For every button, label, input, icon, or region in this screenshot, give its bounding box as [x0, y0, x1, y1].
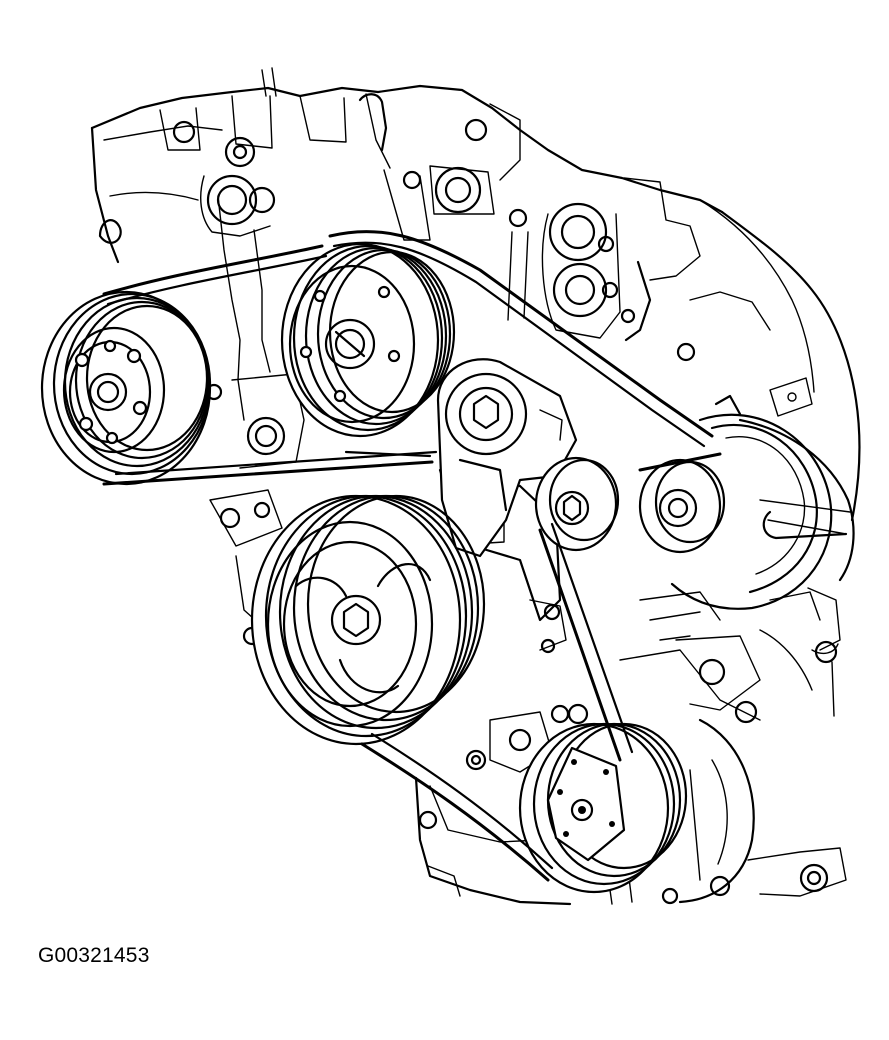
alternator	[670, 394, 833, 610]
belt-tensioner	[436, 358, 578, 558]
left-pulley	[40, 290, 212, 486]
engine-block	[90, 67, 861, 906]
serpentine-belt	[102, 230, 722, 882]
idler-pulley-center	[534, 456, 620, 552]
ac-compressor-pulley	[518, 722, 688, 894]
figure-id-label: G00321453	[38, 944, 150, 967]
crankshaft-pulley	[250, 494, 486, 746]
upper-center-pulley	[280, 242, 456, 438]
idler-pulley-right	[638, 458, 726, 554]
